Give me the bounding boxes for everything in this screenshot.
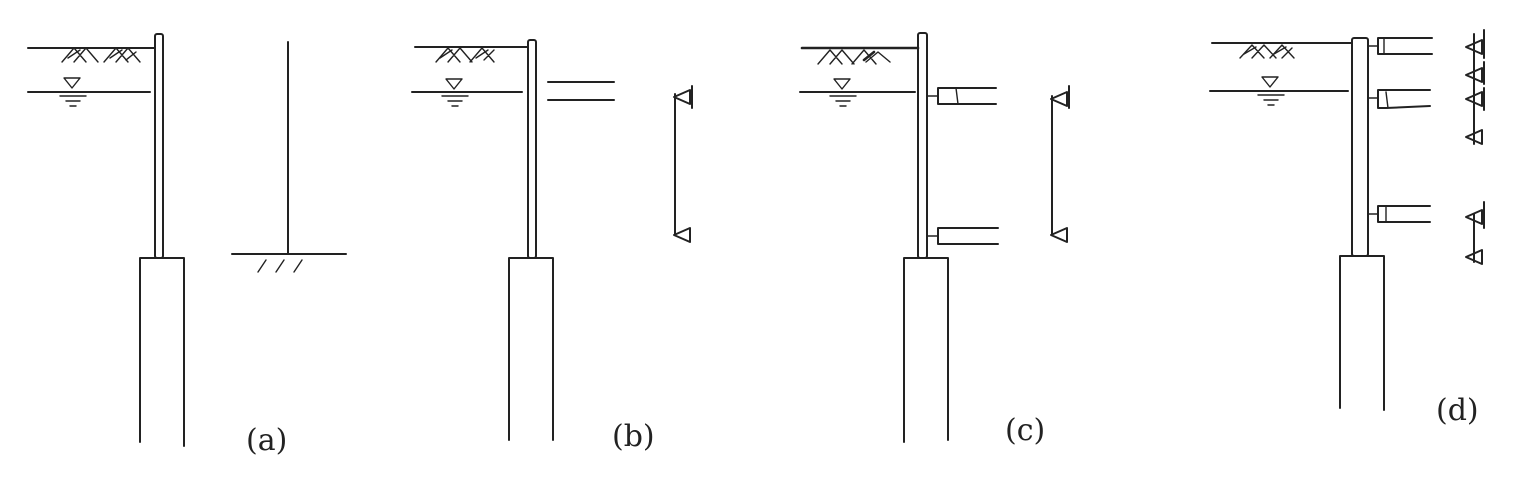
foundation-pile-b bbox=[508, 257, 554, 441]
simply-supported-model-b bbox=[673, 85, 693, 243]
foundation-pile-d bbox=[1339, 255, 1385, 411]
support-model-upper-d bbox=[1465, 29, 1485, 145]
panel-c: (c) bbox=[799, 32, 1070, 448]
panel-label-c: (c) bbox=[1005, 413, 1045, 448]
diaphragm-wall-b bbox=[527, 39, 537, 259]
foundation-pile-c bbox=[903, 257, 949, 443]
water-table-symbol-b bbox=[411, 78, 523, 107]
foundation-pile-a bbox=[139, 257, 185, 447]
ground-surface-a bbox=[27, 47, 156, 63]
panel-label-d: (d) bbox=[1436, 393, 1479, 428]
panel-a: (a) bbox=[27, 33, 347, 458]
strut-top-d bbox=[1367, 37, 1433, 55]
diaphragm-wall-a bbox=[154, 33, 164, 259]
water-table-symbol-c bbox=[799, 78, 916, 107]
support-model-lower-d bbox=[1465, 201, 1485, 265]
simply-supported-model-c bbox=[1050, 85, 1070, 243]
strut-lower-c bbox=[926, 227, 999, 245]
panel-b: (b) bbox=[411, 39, 693, 454]
panel-label-b: (b) bbox=[612, 419, 655, 454]
panel-d: (d) bbox=[1209, 29, 1485, 428]
water-table-symbol-d bbox=[1209, 76, 1349, 106]
ground-surface-d bbox=[1211, 42, 1353, 59]
excavation-level-lines-b bbox=[547, 81, 615, 101]
strut-middle-d bbox=[1367, 89, 1431, 109]
ground-surface-b bbox=[414, 46, 529, 63]
water-table-symbol-a bbox=[27, 77, 151, 107]
ground-surface-c bbox=[800, 46, 920, 65]
strut-upper-c bbox=[926, 87, 997, 105]
cantilever-model-a bbox=[231, 41, 347, 273]
strut-bottom-d bbox=[1367, 205, 1431, 223]
diaphragm-wall-c bbox=[917, 32, 928, 259]
panel-label-a: (a) bbox=[246, 423, 287, 458]
diaphragm-wall-d bbox=[1351, 37, 1369, 257]
